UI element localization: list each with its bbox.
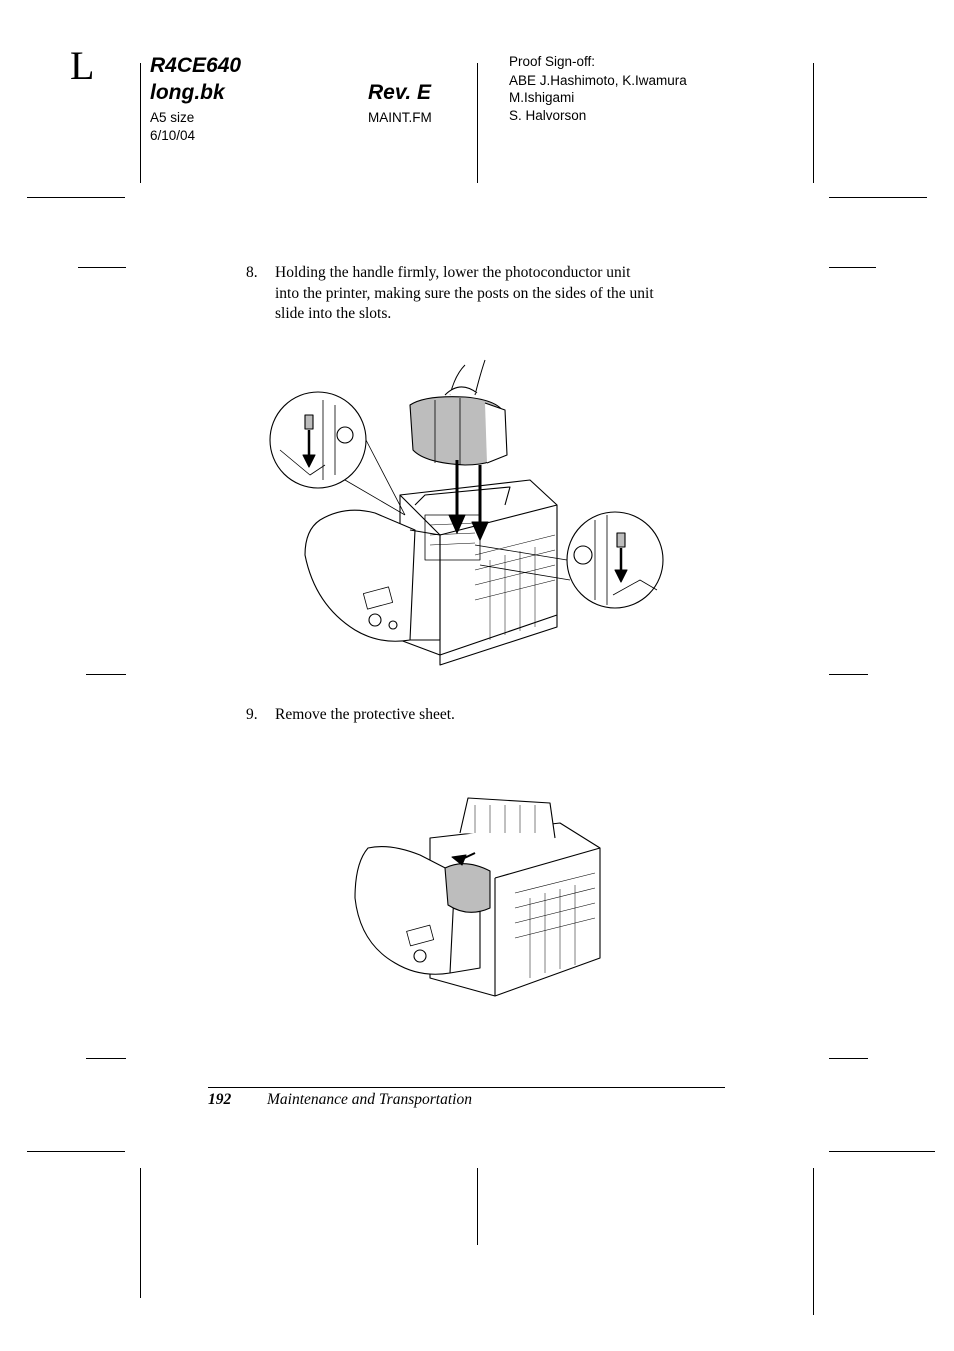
- crop-mark-top-right: [829, 197, 927, 198]
- footer-page-number: 192: [208, 1091, 232, 1108]
- book-name: long.bk: [150, 81, 225, 104]
- proof-name-1: ABE J.Hashimoto, K.Iwamura: [509, 73, 687, 88]
- step-8-line-1: Holding the handle firmly, lower the pho…: [275, 264, 631, 281]
- crop-mark-bottom-left: [27, 1151, 125, 1152]
- margin-mark-left-1: [78, 267, 126, 268]
- paper-size: A5 size: [150, 110, 195, 125]
- footer-rule: [208, 1087, 725, 1088]
- proof-name-2: M.Ishigami: [509, 90, 575, 105]
- header-date: 6/10/04: [150, 128, 196, 143]
- illustration-remove-protective-sheet: [354, 797, 601, 997]
- detail-zoom-left: [269, 391, 406, 516]
- footer-chapter-title: Maintenance and Transportation: [267, 1091, 472, 1108]
- margin-mark-right-1: [829, 267, 876, 268]
- crop-mark-top-left: [27, 197, 125, 198]
- step-8-line-2: into the printer, making sure the posts …: [275, 284, 654, 302]
- protective-sheet: [444, 852, 491, 913]
- step-9-number: 9.: [246, 706, 258, 723]
- header-rule-2: [477, 63, 478, 183]
- printer-top-cover: [459, 797, 556, 839]
- photoconductor-unit: [409, 359, 508, 466]
- step-8-line-3: slide into the slots.: [275, 305, 392, 322]
- insert-arrows: [448, 460, 489, 541]
- step-9-text: Remove the protective sheet.: [275, 706, 455, 723]
- bottom-rule-2: [477, 1168, 478, 1245]
- illustration-insert-photoconductor: [269, 359, 664, 666]
- printer-front-cover: [304, 509, 441, 642]
- step-8-number: 8.: [246, 264, 258, 281]
- printer-front-cover: [354, 846, 481, 975]
- margin-mark-right-2: [829, 674, 868, 675]
- crop-mark-bottom-right: [829, 1151, 935, 1152]
- margin-mark-left-3: [86, 1058, 126, 1059]
- step-8-text: Holding the handle firmly, lower the pho…: [275, 263, 735, 325]
- margin-mark-left-2: [86, 674, 126, 675]
- bottom-rule-1: [140, 1168, 141, 1298]
- section-letter: L: [70, 43, 95, 88]
- revision: Rev. E: [368, 81, 432, 104]
- proof-name-3: S. Halvorson: [509, 108, 587, 123]
- detail-zoom-right: [474, 511, 664, 609]
- doc-code: R4CE640: [150, 54, 242, 77]
- header-rule-1: [140, 63, 141, 183]
- proof-label: Proof Sign-off:: [509, 54, 596, 69]
- file-name: MAINT.FM: [368, 110, 432, 125]
- bottom-rule-3: [813, 1168, 814, 1315]
- margin-mark-right-3: [829, 1058, 868, 1059]
- header-rule-3: [813, 63, 814, 183]
